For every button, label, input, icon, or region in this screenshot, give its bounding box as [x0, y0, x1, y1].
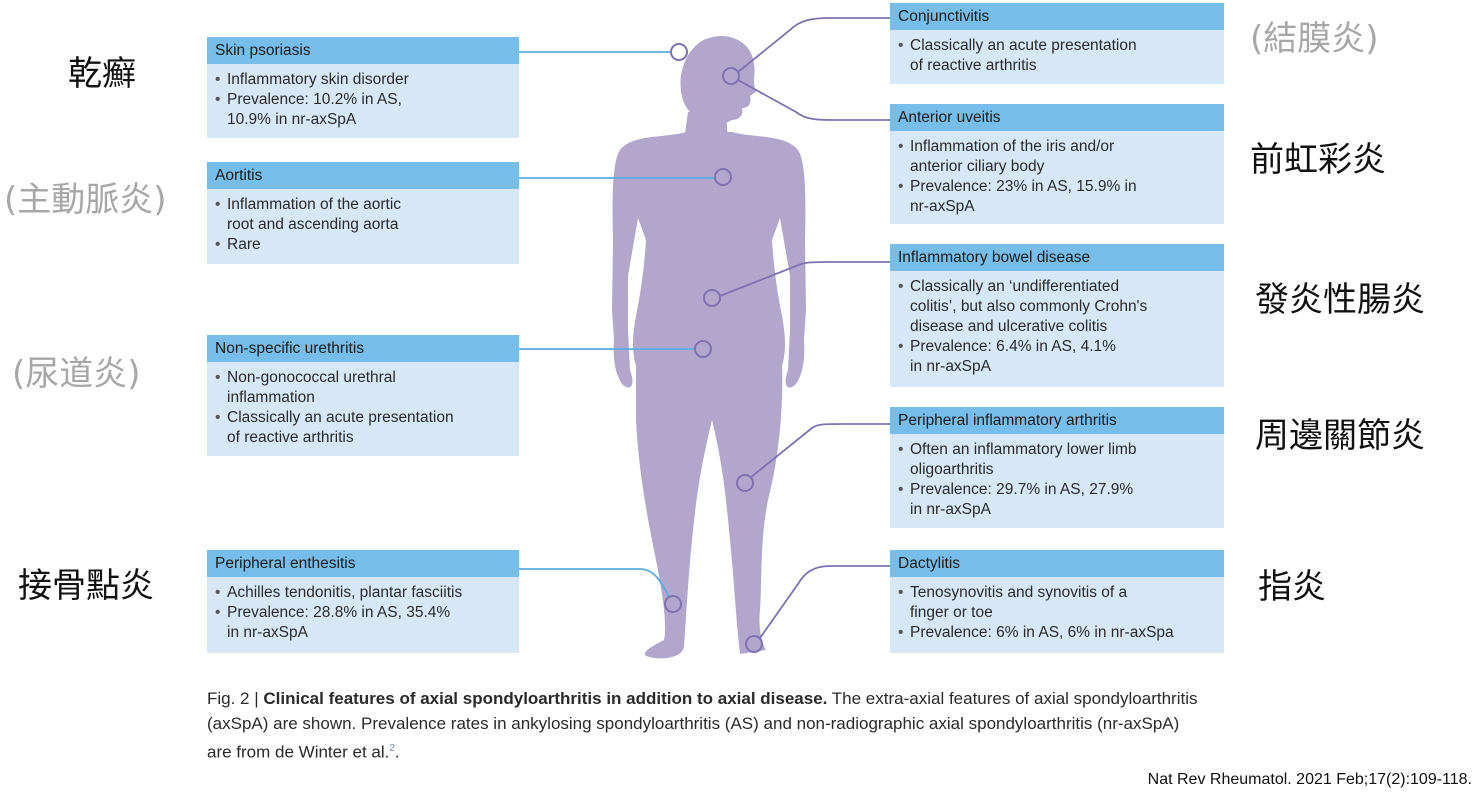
conjunctivitis-box: Conjunctivitis Classically an acute pres… — [890, 3, 1224, 84]
skin-psoriasis-bullets: Inflammatory skin disorder Prevalence: 1… — [207, 64, 519, 130]
bullet: Classically an acute presentation of rea… — [898, 36, 1218, 76]
marker-eye — [722, 67, 740, 85]
uveitis-bullets: Inflammation of the iris and/or anterior… — [890, 131, 1224, 217]
dactylitis-title: Dactylitis — [890, 550, 1224, 577]
urethritis-title: Non-specific urethritis — [207, 335, 519, 362]
arthritis-box: Peripheral inflammatory arthritis Often … — [890, 407, 1224, 528]
conjunctivitis-title: Conjunctivitis — [890, 3, 1224, 30]
marker-heel — [664, 595, 682, 613]
bullet: Classically an acute presentation of rea… — [215, 408, 513, 448]
marker-bowel — [703, 289, 721, 307]
caption-text: The extra-axial features of axial spondy… — [207, 689, 1198, 762]
body-figure-diagram — [518, 17, 890, 659]
bullet: Tenosynovitis and synovitis of a finger … — [898, 583, 1218, 623]
arthritis-bullets: Often an inflammatory lower limb oligoar… — [890, 434, 1224, 520]
bullet: Achilles tendonitis, plantar fasciitis — [215, 583, 513, 603]
bullet: Inflammatory skin disorder — [215, 70, 513, 90]
caption-ref: 2 — [389, 743, 395, 754]
marker-aorta — [714, 168, 732, 186]
caption-bold: Clinical features of axial spondyloarthr… — [263, 689, 828, 708]
urethritis-box: Non-specific urethritis Non-gonococcal u… — [207, 335, 519, 456]
bullet: Often an inflammatory lower limb oligoar… — [898, 440, 1218, 480]
bullet: Prevalence: 23% in AS, 15.9% in nr-axSpA — [898, 177, 1218, 217]
conjunctivitis-bullets: Classically an acute presentation of rea… — [890, 30, 1224, 76]
urethritis-bullets: Non-gonococcal urethral inflammation Cla… — [207, 362, 519, 448]
bullet: Inflammation of the aortic root and asce… — [215, 195, 513, 235]
zh-label-aortitis: (主動脈炎) — [4, 180, 167, 220]
zh-label-conjunctivitis: (結膜炎) — [1250, 19, 1379, 59]
journal-citation: Nat Rev Rheumatol. 2021 Feb;17(2):109-11… — [1147, 771, 1472, 788]
ibd-bullets: Classically an ‘undifferentiated colitis… — [890, 271, 1224, 377]
zh-label-uveitis: 前虹彩炎 — [1250, 140, 1386, 180]
leader-lines — [518, 17, 890, 639]
zh-label-urethritis: (尿道炎) — [12, 354, 141, 394]
bullet: Inflammation of the iris and/or anterior… — [898, 137, 1218, 177]
aortitis-title: Aortitis — [207, 162, 519, 189]
dactylitis-box: Dactylitis Tenosynovitis and synovitis o… — [890, 550, 1224, 653]
uveitis-title: Anterior uveitis — [890, 104, 1224, 131]
human-silhouette — [612, 36, 806, 659]
ibd-box: Inflammatory bowel disease Classically a… — [890, 244, 1224, 387]
dactylitis-bullets: Tenosynovitis and synovitis of a finger … — [890, 577, 1224, 643]
bullet: Prevalence: 6.4% in AS, 4.1% in nr-axSpA — [898, 337, 1218, 377]
skin-psoriasis-box: Skin psoriasis Inflammatory skin disorde… — [207, 37, 519, 138]
marker-skin — [670, 43, 688, 61]
enthesitis-bullets: Achilles tendonitis, plantar fasciitis P… — [207, 577, 519, 643]
aortitis-bullets: Inflammation of the aortic root and asce… — [207, 189, 519, 255]
bullet: Prevalence: 29.7% in AS, 27.9% in nr-axS… — [898, 480, 1218, 520]
caption-end: . — [394, 742, 400, 762]
ibd-title: Inflammatory bowel disease — [890, 244, 1224, 271]
zh-label-dactylitis: 指炎 — [1258, 567, 1326, 607]
bullet: Rare — [215, 235, 513, 255]
zh-label-psoriasis: 乾癬 — [68, 54, 136, 94]
figure-caption: Fig. 2 | Clinical features of axial spon… — [207, 686, 1207, 765]
bullet: Prevalence: 6% in AS, 6% in nr-axSpa — [898, 623, 1218, 643]
marker-toe — [745, 635, 763, 653]
bullet: Prevalence: 28.8% in AS, 35.4% in nr-axS… — [215, 603, 513, 643]
uveitis-box: Anterior uveitis Inflammation of the iri… — [890, 104, 1224, 224]
zh-label-ibd: 發炎性腸炎 — [1255, 280, 1425, 320]
enthesitis-title: Peripheral enthesitis — [207, 550, 519, 577]
marker-knee — [736, 474, 754, 492]
aortitis-box: Aortitis Inflammation of the aortic root… — [207, 162, 519, 264]
bullet: Prevalence: 10.2% in AS, 10.9% in nr-axS… — [215, 90, 513, 130]
zh-label-arthritis: 周邊關節炎 — [1255, 416, 1425, 456]
skin-psoriasis-title: Skin psoriasis — [207, 37, 519, 64]
site-markers — [664, 43, 763, 653]
caption-prefix: Fig. 2 | — [207, 689, 264, 708]
arthritis-title: Peripheral inflammatory arthritis — [890, 407, 1224, 434]
zh-label-enthesitis: 接骨點炎 — [18, 566, 154, 606]
bullet: Classically an ‘undifferentiated colitis… — [898, 277, 1218, 337]
enthesitis-box: Peripheral enthesitis Achilles tendoniti… — [207, 550, 519, 653]
bullet: Non-gonococcal urethral inflammation — [215, 368, 513, 408]
marker-urethra — [694, 340, 712, 358]
